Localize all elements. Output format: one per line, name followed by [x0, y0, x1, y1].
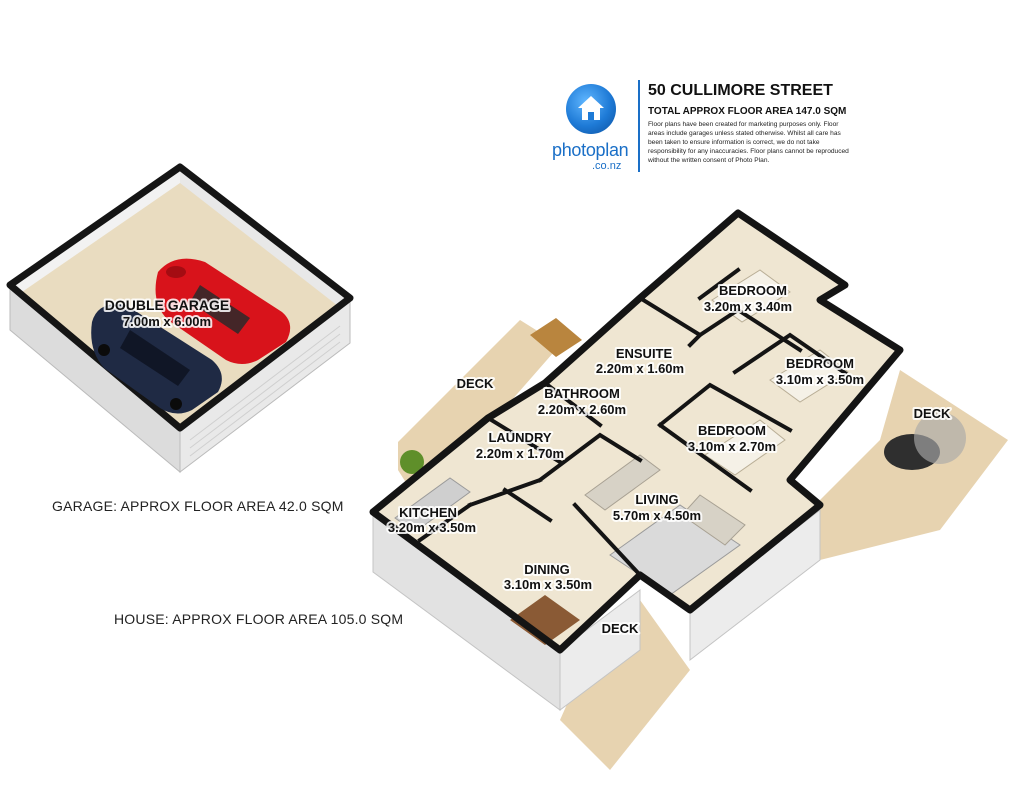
sofa-icon-2	[681, 494, 746, 546]
bedroom-2-size: 3.10m x 3.50m	[776, 372, 864, 387]
house-wall-face-s	[559, 589, 641, 711]
header-divider	[638, 80, 640, 172]
navy-car-icon	[91, 304, 222, 414]
house-floor	[373, 213, 900, 650]
deck-south-label: DECK	[602, 621, 639, 636]
house-area-note: HOUSE: APPROX FLOOR AREA 105.0 SQM	[114, 611, 404, 627]
dining-table-icon	[510, 595, 580, 645]
living-name: LIVING	[635, 492, 678, 507]
garage-block: DOUBLE GARAGE 7.00m x 6.00m	[6, 163, 354, 474]
ensuite-size: 2.20m x 1.60m	[596, 361, 684, 376]
bedroom-3-name: BEDROOM	[698, 423, 766, 438]
dining-name: DINING	[524, 562, 570, 577]
garage-area-note: GARAGE: APPROX FLOOR AREA 42.0 SQM	[52, 498, 344, 514]
red-car-icon	[155, 258, 291, 364]
bedroom-2-name: BEDROOM	[786, 356, 854, 371]
laundry-size: 2.20m x 1.70m	[476, 446, 564, 461]
bench-icon	[530, 318, 582, 357]
deck-west-label: DECK	[457, 376, 494, 391]
house-interior-walls	[417, 267, 848, 578]
disclaimer-text: Floor plans have been created for market…	[648, 121, 849, 164]
total-floor-area: TOTAL APPROX FLOOR AREA 147.0 SQM	[648, 106, 847, 117]
logo-suffix: .co.nz	[592, 160, 622, 172]
dining-size: 3.10m x 3.50m	[504, 577, 592, 592]
header-block: photoplan .co.nz 50 CULLIMORE STREET TOT…	[548, 80, 858, 176]
house-exterior-walls	[369, 209, 904, 654]
house-icon	[566, 84, 616, 134]
umbrella-icon	[914, 412, 966, 464]
bathroom-name: BATHROOM	[544, 386, 620, 401]
house-block: BEDROOM 3.20m x 3.40m BEDROOM 3.10m x 3.…	[369, 209, 966, 711]
kitchen-size: 3.20m x 3.50m	[388, 520, 476, 535]
bedroom-3-size: 3.10m x 2.70m	[688, 439, 776, 454]
living-size: 5.70m x 4.50m	[613, 508, 701, 523]
bedroom-1-size: 3.20m x 3.40m	[704, 299, 792, 314]
bathroom-size: 2.20m x 2.60m	[538, 402, 626, 417]
plant-icon	[400, 450, 424, 474]
bedroom-1-name: BEDROOM	[719, 283, 787, 298]
kitchen-name: KITCHEN	[399, 505, 457, 520]
garage-room-name: DOUBLE GARAGE	[105, 297, 229, 313]
laundry-name: LAUNDRY	[488, 430, 551, 445]
logo-name: photoplan	[552, 140, 629, 160]
house-glyph	[578, 96, 604, 120]
deck-south	[560, 600, 690, 770]
deck-east-label: DECK	[914, 406, 951, 421]
sofa-icon	[584, 454, 661, 511]
ensuite-name: ENSUITE	[616, 346, 673, 361]
kitchen-bench-icon	[394, 477, 471, 533]
bed-icon-1	[704, 419, 786, 476]
property-address: 50 CULLIMORE STREET	[648, 82, 833, 99]
garage-door	[189, 325, 341, 457]
garage-room-size: 7.00m x 6.00m	[123, 314, 211, 329]
